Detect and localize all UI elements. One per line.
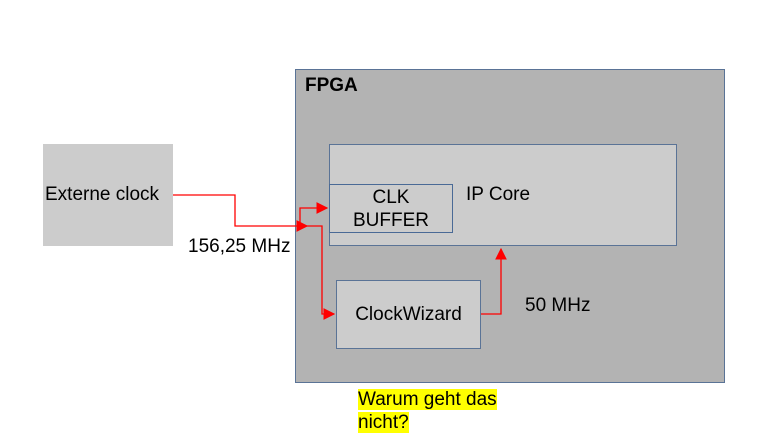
wire-to-clock-wizard [307, 225, 336, 320]
input-frequency-label: 156,25 MHz [188, 236, 291, 257]
clock-input-wire [173, 194, 309, 232]
ip-core-label: IP Core [466, 184, 531, 205]
wire-to-clk-buffer [299, 202, 329, 226]
clock-wizard-block: ClockWizard [336, 280, 481, 349]
fpga-title: FPGA [305, 75, 358, 96]
external-clock-label: Externe clock [45, 184, 160, 205]
question-note: Warum geht das nicht? [358, 388, 497, 434]
wizard-frequency-label: 50 MHz [525, 295, 591, 316]
external-clock-block [43, 144, 173, 246]
note-line-2: nicht? [358, 412, 409, 433]
wizard-to-ip-core-wire [481, 247, 507, 315]
clk-buffer-block: CLK BUFFER [329, 184, 453, 233]
note-line-1: Warum geht das [358, 389, 497, 410]
